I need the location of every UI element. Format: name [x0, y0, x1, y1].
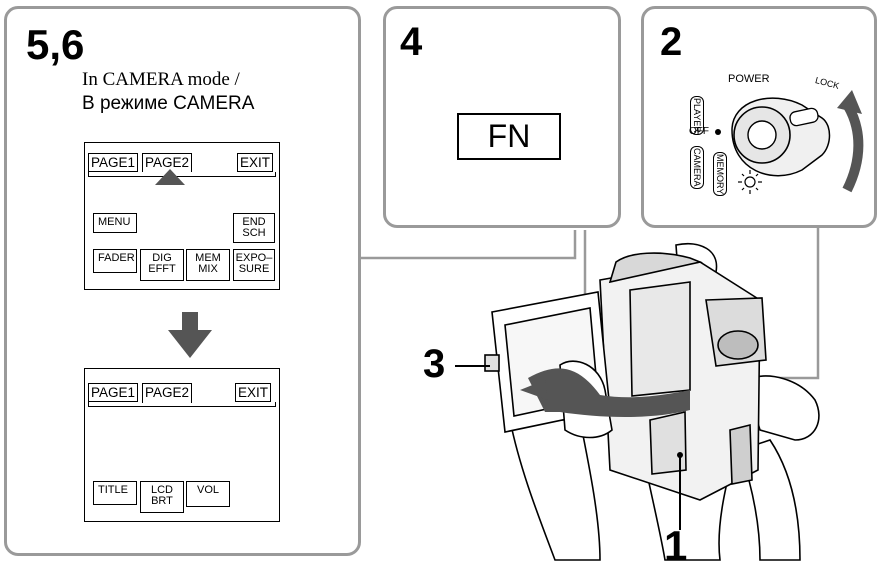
- tab-page1[interactable]: PAGE1: [88, 383, 139, 402]
- arrow-down-icon: [168, 312, 212, 358]
- tab-page2[interactable]: PAGE2: [142, 383, 193, 403]
- volume-button[interactable]: VOL: [186, 481, 230, 507]
- exit-button[interactable]: EXIT: [237, 153, 274, 172]
- tab-underline: [88, 402, 276, 407]
- callout-1-dot: [677, 452, 683, 458]
- exit-button[interactable]: EXIT: [235, 383, 272, 402]
- arrow-up-icon: [155, 169, 185, 185]
- mode-caption: In CAMERA mode / В режиме CAMERA: [82, 68, 254, 116]
- lcd-screen-page1: PAGE1 PAGE2 EXIT MENU END SCH FADER DIG …: [84, 142, 280, 290]
- exposure-button[interactable]: EXPO– SURE: [233, 249, 275, 281]
- end-search-button[interactable]: END SCH: [233, 213, 275, 243]
- callout-1: 1: [664, 522, 688, 569]
- memory-label: MEMORY: [713, 152, 727, 197]
- camera-label: CAMERA: [690, 146, 704, 189]
- off-label: OFF: [689, 126, 709, 137]
- fn-button[interactable]: FN: [457, 113, 561, 160]
- lcd-screen-page2: PAGE1 PAGE2 EXIT TITLE LCD BRT VOL: [84, 368, 280, 522]
- lcd-brightness-button[interactable]: LCD BRT: [140, 481, 184, 513]
- memory-mix-button[interactable]: MEM MIX: [186, 249, 230, 281]
- callout-3: 3: [423, 342, 446, 386]
- caption-line-russian: В режиме CAMERA: [82, 93, 255, 114]
- power-label: POWER: [728, 73, 770, 85]
- panel-step-4: [383, 6, 621, 228]
- title-button[interactable]: TITLE: [93, 481, 137, 505]
- open-lcd-arrowhead: [520, 380, 548, 400]
- player-label: PLAYER: [690, 96, 704, 135]
- step-number-4: 4: [400, 20, 423, 64]
- tab-underline: [88, 172, 276, 177]
- tab-page2[interactable]: PAGE2: [142, 153, 193, 173]
- caption-line-english: In CAMERA mode /: [82, 69, 240, 90]
- open-lcd-arrow: [528, 368, 690, 417]
- camcorder-body: [599, 252, 767, 501]
- step-number-5-6: 5,6: [26, 21, 85, 68]
- tab-page1[interactable]: PAGE1: [88, 153, 139, 172]
- power-switch-icon: [715, 90, 864, 194]
- fader-button[interactable]: FADER: [93, 249, 137, 273]
- digital-effect-button[interactable]: DIG EFFT: [140, 249, 184, 281]
- step-number-2: 2: [660, 20, 683, 64]
- menu-button[interactable]: MENU: [93, 213, 137, 233]
